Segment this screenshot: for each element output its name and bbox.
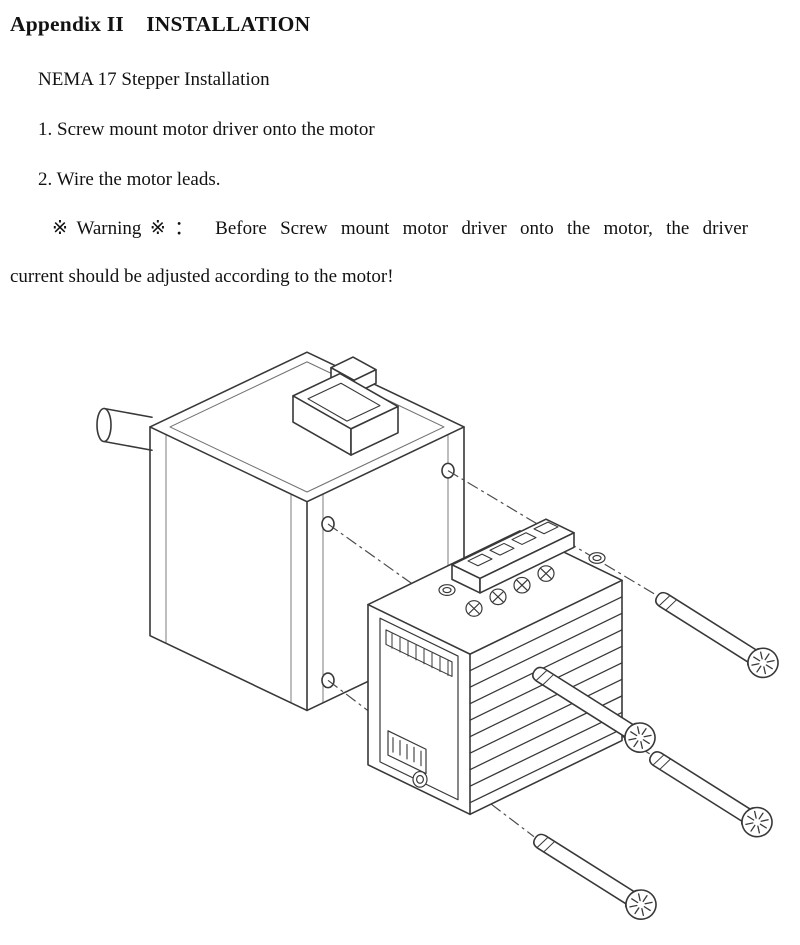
mounting-screw-1 <box>648 583 785 684</box>
terminal-screws <box>465 565 555 617</box>
motor-shaft <box>96 407 153 452</box>
install-step-1: 1. Screw mount motor driver onto the mot… <box>38 119 375 140</box>
mounting-screw-4 <box>526 824 663 925</box>
install-step-2: 2. Wire the motor leads. <box>38 169 221 190</box>
terminal-socket <box>451 518 575 594</box>
motor-connector <box>292 356 399 456</box>
mounting-screw-3 <box>642 742 779 844</box>
section-subtitle: NEMA 17 Stepper Installation <box>38 69 270 90</box>
motor-driver <box>367 518 623 816</box>
warning-line-2: current should be adjusted according to … <box>10 266 394 287</box>
driver-side-panel <box>379 617 459 801</box>
manual-page: { "page": { "title": "Appendix II INSTAL… <box>0 12 800 945</box>
page-title: Appendix II INSTALLATION <box>10 12 311 36</box>
pin-header <box>385 629 453 677</box>
warning-line-1: ※Warning※： Before Screw mount motor driv… <box>52 218 748 239</box>
driver-mounting-holes <box>412 552 606 788</box>
installation-figure <box>0 325 800 925</box>
installation-diagram <box>96 351 785 925</box>
